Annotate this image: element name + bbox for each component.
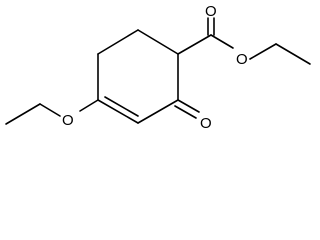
bond-ring-c1-c2 — [137, 29, 179, 55]
bond-ring-c3-c4 — [137, 99, 179, 124]
bond-ring-c4-c5-inner — [104, 96, 139, 117]
chemical-structure: O O O O — [5, 3, 311, 132]
bond-ring-c6-c1 — [97, 29, 139, 55]
bond-ring-c4-c5 — [97, 99, 139, 124]
bond-c5-ether-o — [79, 99, 99, 112]
bond-carbonyl-alkoxy-o — [210, 34, 234, 49]
ether-oxygen-label: O — [62, 112, 74, 129]
bond-ch2-ch3 — [275, 43, 311, 65]
ester-alkoxy-oxygen-label: O — [236, 51, 248, 68]
ketone-oxygen-label: O — [200, 115, 212, 132]
bond-ketone-b — [174, 105, 197, 119]
bond-c2-carbonyl — [177, 34, 212, 55]
bond-alkoxy-o-ch2 — [249, 43, 277, 60]
bond-ketone-a — [177, 99, 200, 113]
ester-carbonyl-oxygen-label: O — [205, 3, 217, 20]
bond-ether-o-ch2 — [39, 103, 61, 117]
bond-ethoxy-ch2-ch3 — [5, 103, 41, 125]
